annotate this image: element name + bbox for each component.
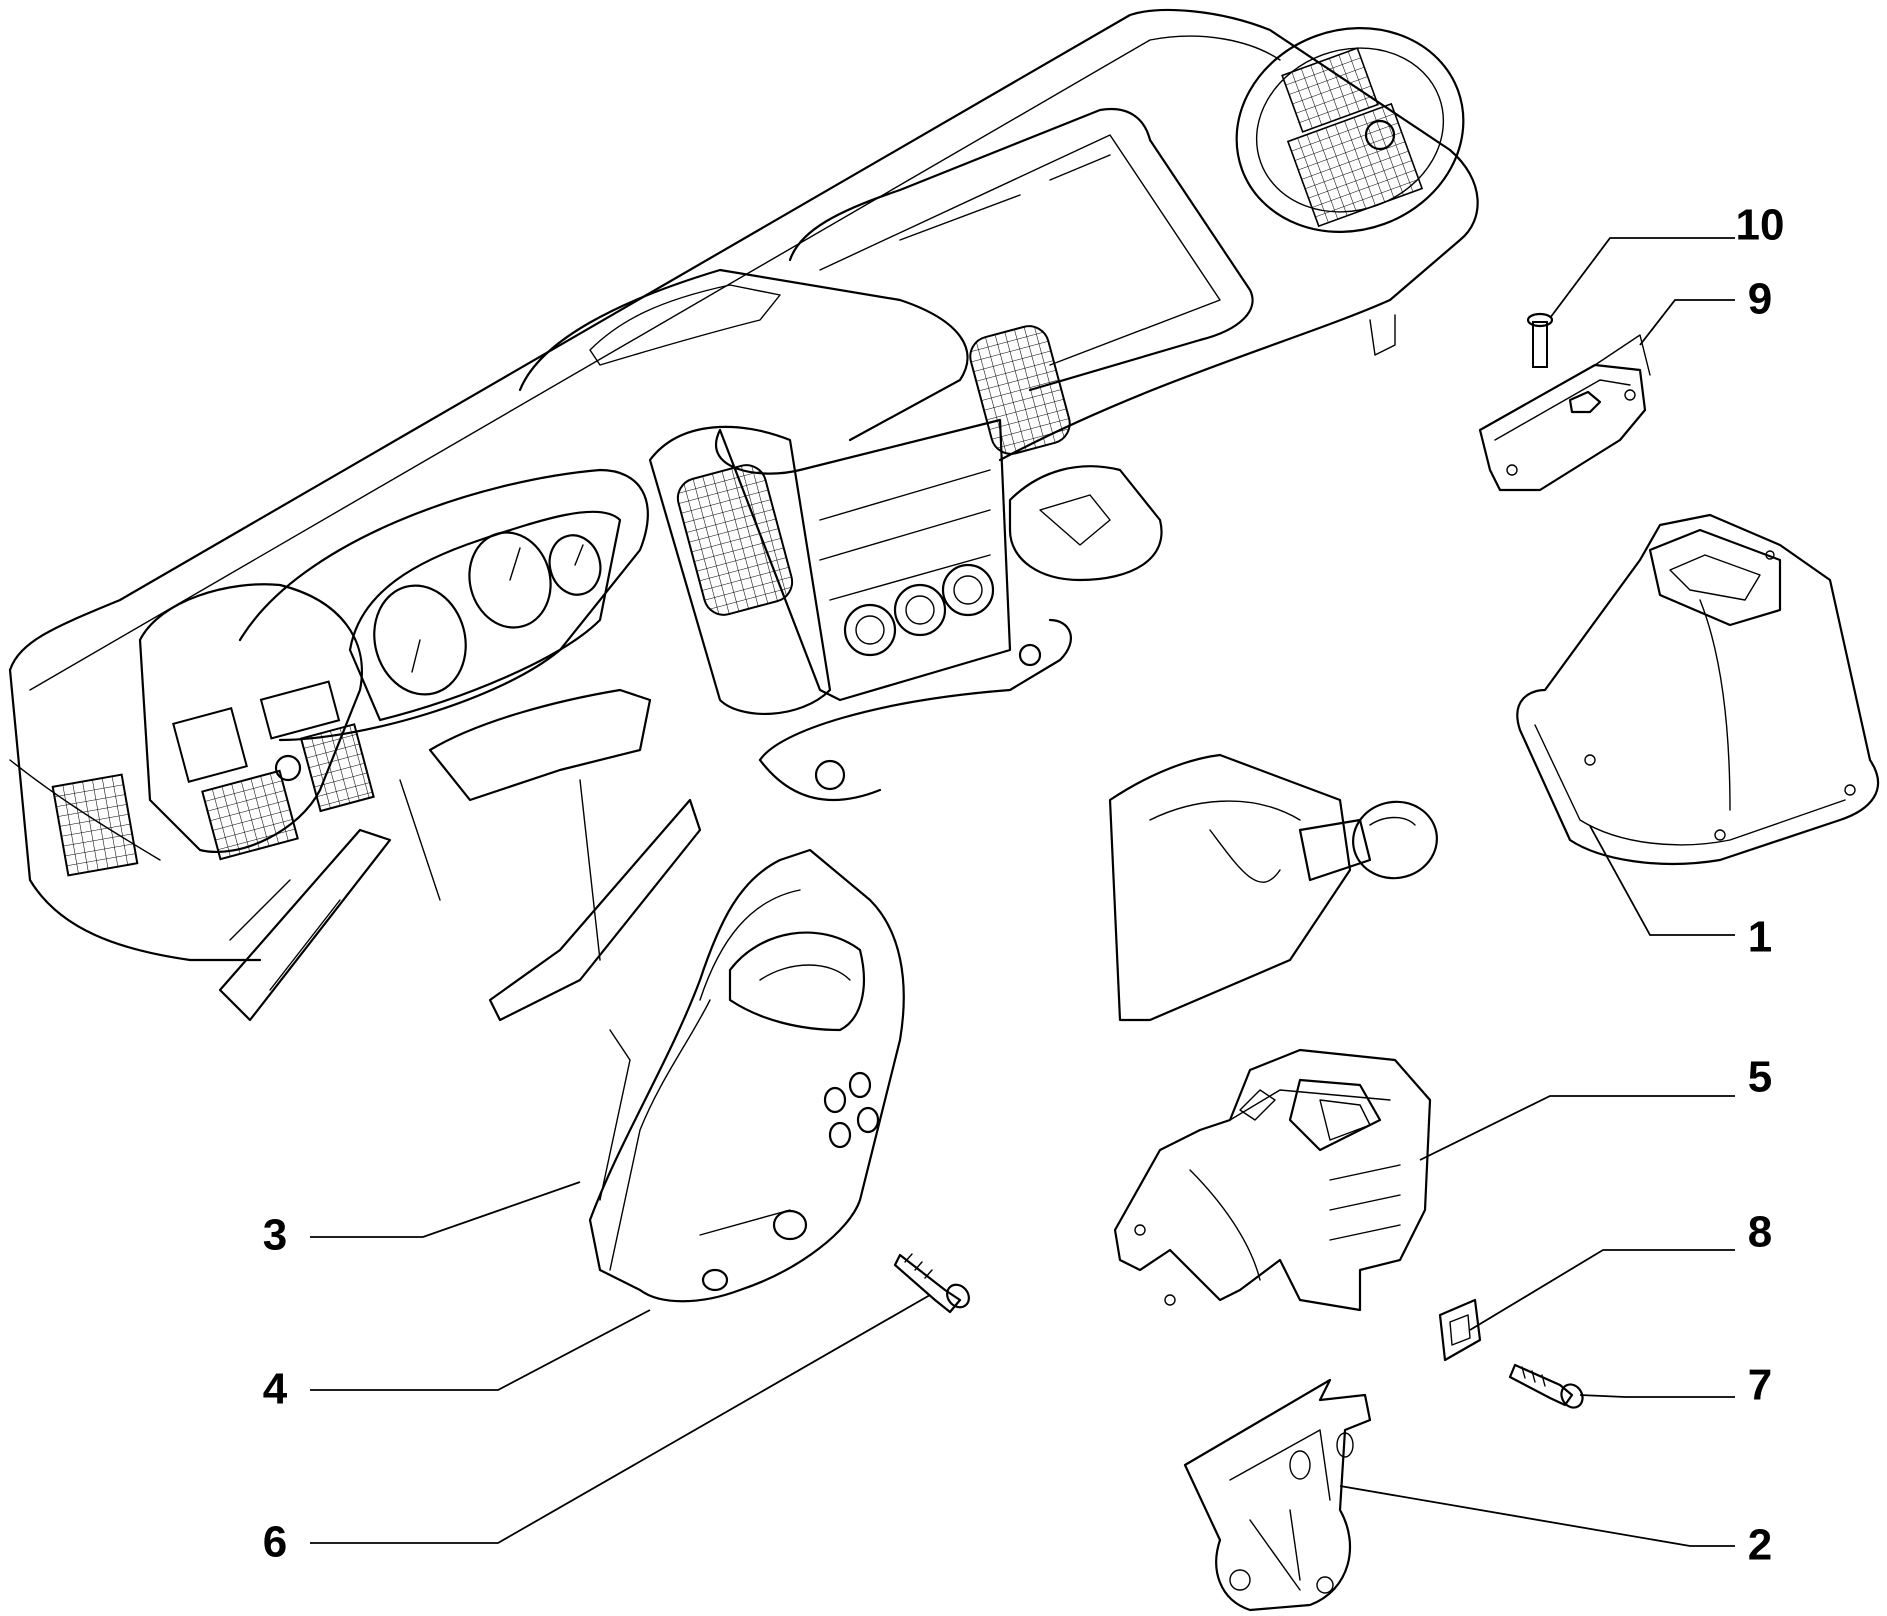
leader-4 — [310, 1309, 651, 1391]
part-3-4-steering-shroud — [588, 848, 905, 1303]
callout-5: 5 — [1748, 1053, 1772, 1102]
callout-7: 7 — [1748, 1361, 1772, 1410]
callout-1: 1 — [1748, 913, 1772, 962]
leader-5 — [1419, 1095, 1735, 1161]
dashboard-assembly — [8, 8, 1479, 1022]
callout-2: 2 — [1748, 1521, 1772, 1570]
part-5-console — [1113, 1048, 1432, 1312]
callout-labels: 1 2 3 4 5 6 7 8 9 10 — [263, 201, 1785, 1570]
callout-8: 8 — [1748, 1208, 1772, 1257]
part-7-bolt — [1508, 1363, 1584, 1409]
callout-4: 4 — [263, 1365, 288, 1414]
leader-10 — [1549, 237, 1735, 319]
leader-6 — [310, 1294, 931, 1544]
callout-9: 9 — [1748, 275, 1772, 324]
leader-lines — [310, 237, 1735, 1547]
gear-lever-boot — [1108, 753, 1438, 1022]
leader-3 — [310, 1181, 581, 1238]
leader-1 — [1589, 825, 1735, 936]
part-2-lower-bracket — [1183, 1378, 1372, 1612]
leader-2 — [1339, 1485, 1735, 1547]
part-8-clip — [1438, 1298, 1482, 1362]
part-9-bracket — [1478, 334, 1651, 492]
callout-10: 10 — [1736, 201, 1785, 250]
part-1-tunnel-cover — [1516, 513, 1880, 865]
part-10-screw — [1526, 312, 1554, 368]
leader-9 — [1639, 299, 1735, 346]
callout-6: 6 — [263, 1518, 287, 1567]
callout-3: 3 — [263, 1211, 287, 1260]
leader-8 — [1469, 1249, 1735, 1331]
part-6-screw — [893, 1253, 970, 1314]
leader-7 — [1579, 1394, 1735, 1398]
